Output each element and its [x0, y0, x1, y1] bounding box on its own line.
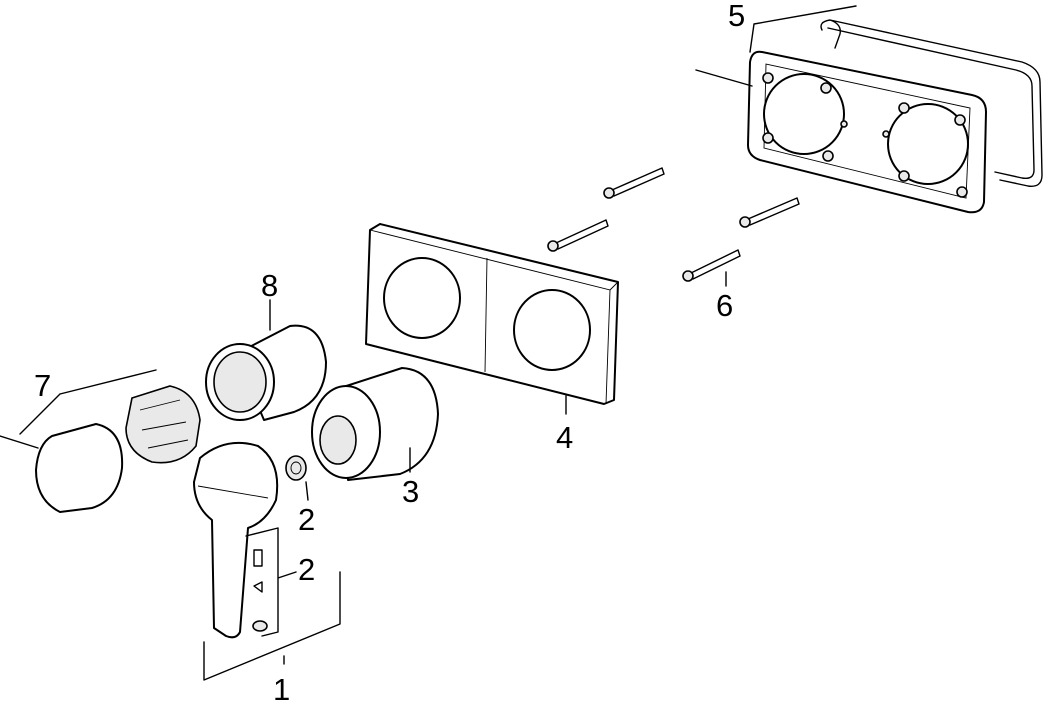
screw [555, 219, 609, 250]
washer [253, 581, 263, 593]
label-part-3: 3 [402, 474, 419, 509]
knob [35, 423, 124, 513]
label-part-4: 4 [556, 420, 573, 455]
set-screw [252, 620, 268, 632]
label-part-1: 1 [273, 672, 290, 703]
sleeve-part [205, 324, 327, 421]
frame-opening-right [887, 103, 969, 185]
frame-opening-left [763, 73, 845, 155]
grub-screw [253, 549, 263, 567]
label-part-5: 5 [728, 0, 745, 33]
label-part-8: 8 [261, 268, 278, 303]
label-part-7: 7 [34, 368, 51, 403]
leader-lines [0, 5, 857, 681]
label-part-2-lower: 2 [298, 552, 315, 587]
gasket-seal [820, 19, 1043, 187]
part-labels: 1 2 2 3 4 5 6 7 8 [34, 0, 745, 703]
cartridge [125, 385, 201, 464]
label-part-6: 6 [716, 288, 733, 323]
knob-assembly [35, 385, 201, 513]
small-parts [252, 455, 307, 632]
plate-opening-left [383, 257, 461, 339]
screw [690, 249, 741, 280]
plate-opening-right [513, 289, 591, 371]
rosette-part [311, 367, 439, 481]
label-part-2-upper: 2 [298, 502, 315, 537]
cover-plate [365, 223, 619, 405]
mounting-screws [547, 167, 800, 282]
mounting-frame-assembly [747, 19, 1043, 214]
screw [747, 197, 800, 226]
lever-handle [193, 441, 279, 639]
screw [611, 167, 665, 197]
nut [285, 455, 307, 481]
